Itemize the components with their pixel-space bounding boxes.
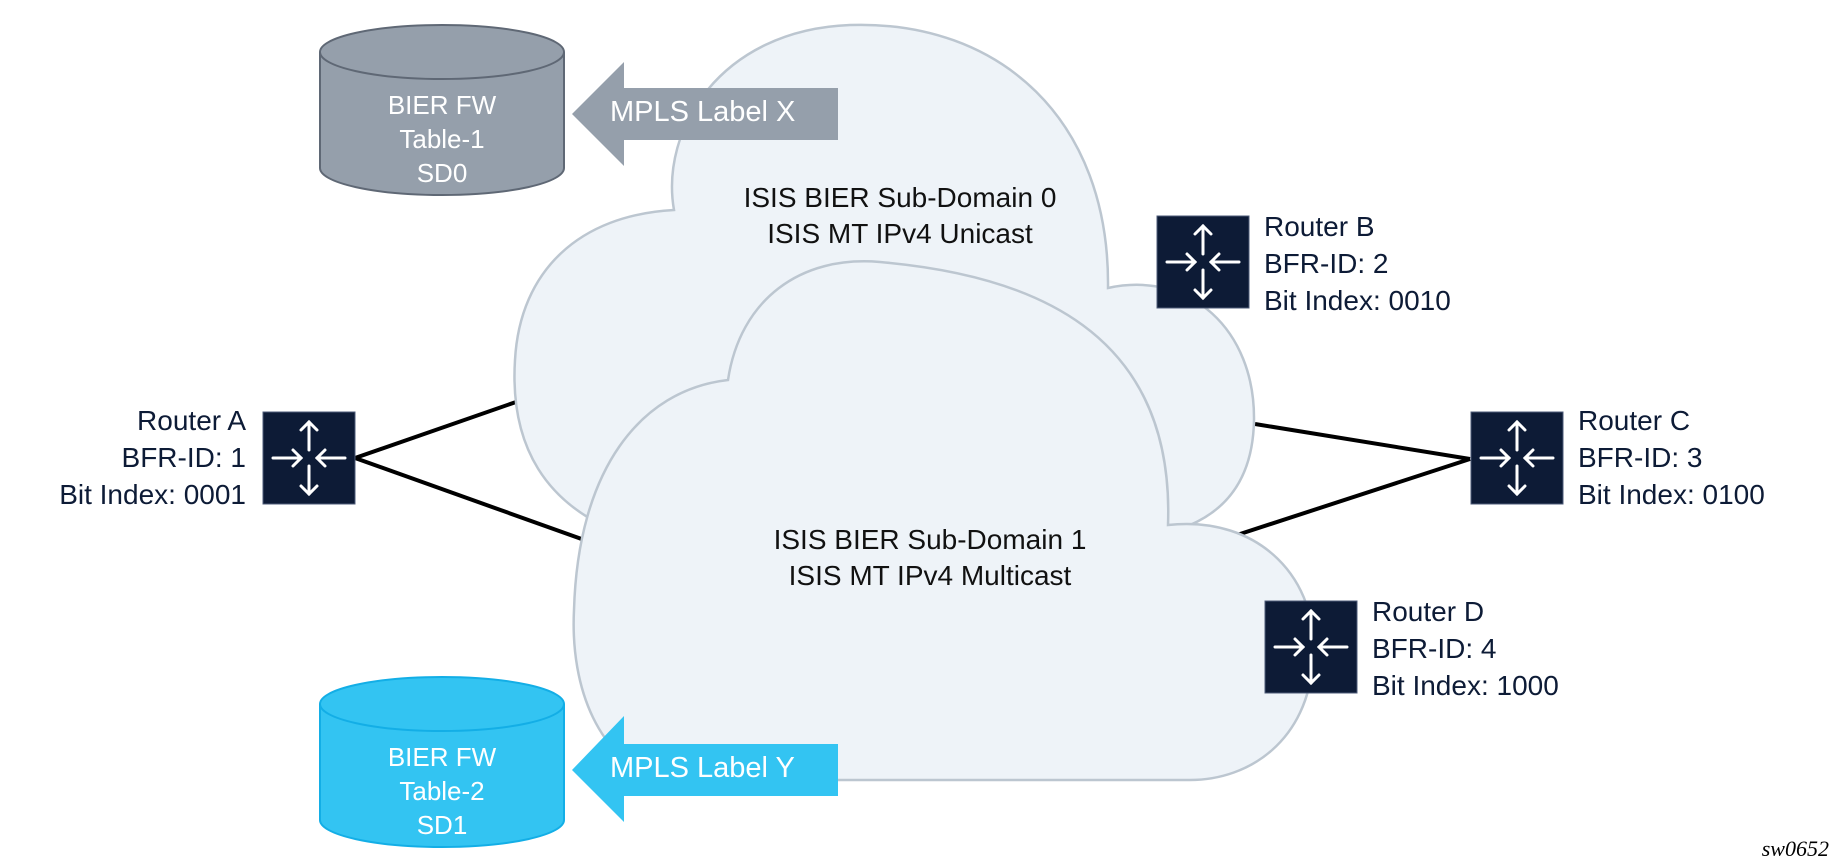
arrow-mpls-label-x <box>572 62 838 166</box>
router-a[interactable] <box>262 411 356 505</box>
link-a-sd1 <box>354 456 591 544</box>
link-c-sd0 <box>1254 422 1471 461</box>
table-2-label: BIER FW Table-2 SD1 <box>322 740 562 842</box>
router-b[interactable] <box>1156 215 1250 309</box>
table-1-line1: BIER FW <box>387 90 497 120</box>
router-a-bfr-id: BFR-ID: 1 <box>121 442 246 473</box>
router-d-bit-index: Bit Index: 1000 <box>1372 670 1559 701</box>
router-a-label: Router A BFR-ID: 1 Bit Index: 0001 <box>0 402 246 513</box>
router-a-name: Router A <box>137 405 246 436</box>
database-table-2 <box>319 676 565 848</box>
router-icon <box>271 419 347 497</box>
link-a-sd0 <box>354 400 517 460</box>
router-c-label: Router C BFR-ID: 3 Bit Index: 0100 <box>1578 402 1765 513</box>
router-b-label: Router B BFR-ID: 2 Bit Index: 0010 <box>1264 208 1451 319</box>
cloud-sd1-line2: ISIS MT IPv4 Multicast <box>788 560 1072 591</box>
mpls-label-y-text: MPLS Label Y <box>610 752 795 784</box>
figure-id: sw0652 <box>1761 836 1829 861</box>
router-icon <box>1479 419 1555 497</box>
router-b-bit-index: Bit Index: 0010 <box>1264 285 1451 316</box>
router-a-bit-index: Bit Index: 0001 <box>59 479 246 510</box>
router-d-name: Router D <box>1372 596 1485 627</box>
table-1-line2: Table-1 <box>399 124 485 154</box>
table-1-label: BIER FW Table-1 SD0 <box>322 88 562 190</box>
router-icon <box>1165 223 1241 301</box>
table-2-line2: Table-2 <box>399 776 485 806</box>
link-c-sd1 <box>1236 457 1471 537</box>
router-c-bfr-id: BFR-ID: 3 <box>1578 442 1703 473</box>
router-d-bfr-id: BFR-ID: 4 <box>1372 633 1497 664</box>
router-b-bfr-id: BFR-ID: 2 <box>1264 248 1389 279</box>
cloud-sd0-line1: ISIS BIER Sub-Domain 0 <box>743 182 1057 213</box>
cloud-sd0-line2: ISIS MT IPv4 Unicast <box>767 218 1033 249</box>
table-2-line1: BIER FW <box>387 742 497 772</box>
router-d-label: Router D BFR-ID: 4 Bit Index: 1000 <box>1372 593 1559 704</box>
database-table-1 <box>319 24 565 196</box>
router-d[interactable] <box>1264 600 1358 694</box>
arrow-mpls-label-y <box>572 716 838 822</box>
router-icon <box>1273 608 1349 686</box>
router-c-bit-index: Bit Index: 0100 <box>1578 479 1765 510</box>
router-c[interactable] <box>1470 411 1564 505</box>
table-1-line3: SD0 <box>416 158 468 188</box>
mpls-label-x-text: MPLS Label X <box>610 96 796 128</box>
cloud-sd0-label: ISIS BIER Sub-Domain 0 ISIS MT IPv4 Unic… <box>680 180 1120 252</box>
router-b-name: Router B <box>1264 211 1375 242</box>
cloud-sd1-label: ISIS BIER Sub-Domain 1 ISIS MT IPv4 Mult… <box>710 522 1150 594</box>
table-2-line3: SD1 <box>416 810 468 840</box>
router-c-name: Router C <box>1578 405 1691 436</box>
cloud-sd1-line1: ISIS BIER Sub-Domain 1 <box>773 524 1087 555</box>
